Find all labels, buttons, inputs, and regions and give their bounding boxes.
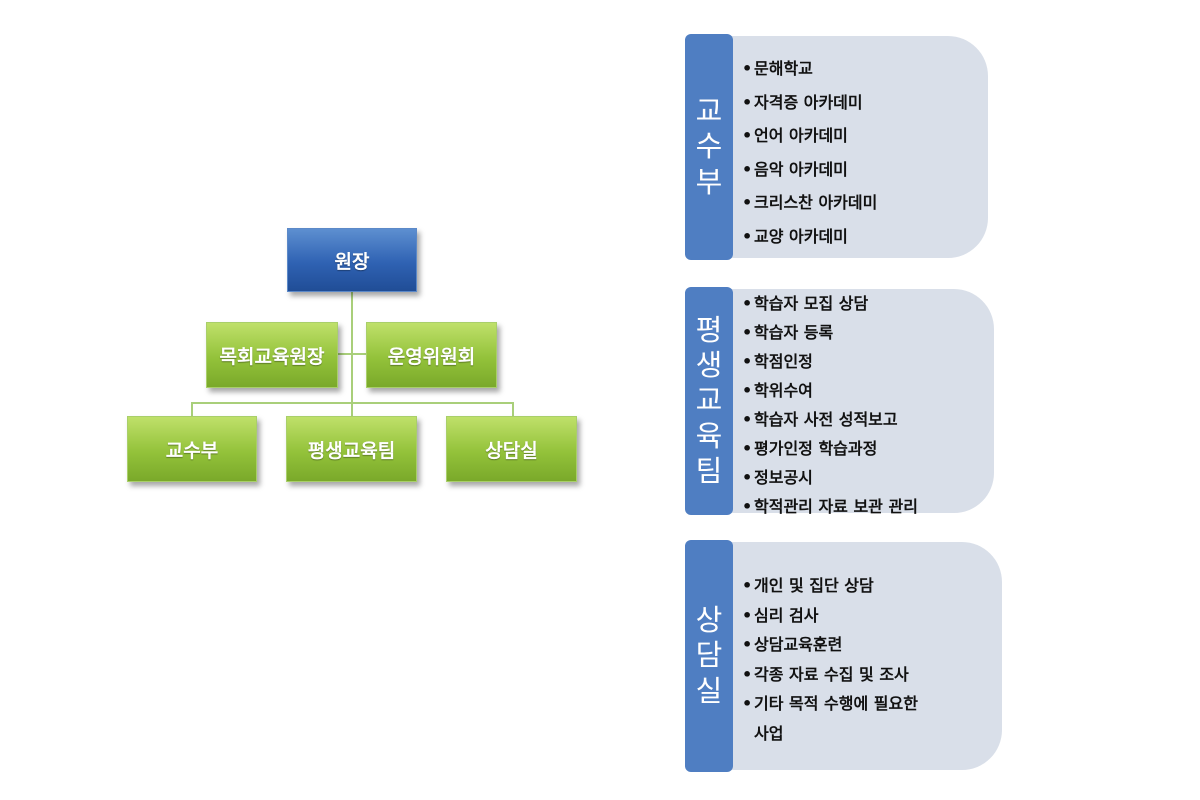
bullet-icon: • [742,605,753,625]
org-node-lifelong-education-team: 평생교육팀 [286,416,417,482]
list-item-text: 언어 아카데미 [754,126,848,145]
panel-item-list: •문해학교•자격증 아카데미•언어 아카데미•음악 아카데미•크리스찬 아카데미… [742,52,877,253]
org-node-steering-committee: 운영위원회 [366,322,497,388]
list-item-text: 음악 아카데미 [754,159,848,179]
list-item-text: 심리 검사 [754,605,819,625]
list-item: •학습자 등록 [742,318,918,347]
list-item: •각종 자료 수집 및 조사 [742,660,918,690]
bullet-icon: • [742,468,753,487]
list-item-text: 기타 목적 수행에 필요한 [754,694,918,713]
list-item: •학습자 사전 성적보고 [742,405,918,434]
bullet-icon: • [742,126,753,145]
bullet-icon: • [742,159,753,179]
org-node-director: 원장 [287,228,417,292]
connector-advisors [338,353,366,355]
list-item: •학점인정 [742,347,918,376]
panel-body-1 [726,36,988,258]
list-item: •문해학교 [742,52,877,86]
list-item: •교양 아카데미 [742,220,877,254]
list-item: •학습자 모집 상담 [742,289,918,318]
list-item-text: 학점인정 [754,352,813,371]
bullet-icon: • [742,664,753,684]
org-node-faculty: 교수부 [127,416,257,482]
list-item: •평가인정 학습과정 [742,434,918,463]
list-item: •음악 아카데미 [742,153,877,187]
bullet-icon: • [742,193,753,212]
list-item-text: 자격증 아카데미 [754,92,863,112]
panel-body-3 [726,542,1002,770]
bullet-icon: • [742,635,753,654]
list-item-text: 정보공시 [754,468,813,487]
list-item: •심리 검사 [742,601,918,631]
bullet-icon: • [742,59,753,78]
panel-item-list: •개인 및 집단 상담•심리 검사•상담교육훈련•각종 자료 수집 및 조사•기… [742,571,918,748]
panel-body-2 [726,289,994,513]
bullet-icon: • [742,410,753,429]
connector-drop-left [191,402,193,416]
list-item-text: 학습자 모집 상담 [754,294,869,313]
list-item-text: 평가인정 학습과정 [754,439,878,458]
bullet-icon: • [742,323,753,342]
list-item: •언어 아카데미 [742,119,877,153]
bullet-icon: • [742,576,753,595]
bullet-icon: • [742,694,753,713]
list-item: •정보공시 [742,463,918,492]
list-item-text: 학습자 등록 [754,323,834,342]
panel-item-list: •학습자 모집 상담•학습자 등록•학점인정•학위수여•학습자 사전 성적보고•… [742,289,918,521]
list-item-text: 크리스찬 아카데미 [754,193,878,212]
bullet-icon: • [742,381,753,400]
org-node-counseling-office: 상담실 [446,416,577,482]
list-item-text: 사업 [754,723,784,743]
org-node-ministry-education-director: 목회교육원장 [206,322,338,388]
list-item: •학적관리 자료 보관 관리 [742,492,918,521]
list-item-text: 문해학교 [754,59,813,78]
list-item: •자격증 아카데미 [742,86,877,120]
list-item-text: 상담교육훈련 [754,635,843,654]
list-item-text: 교양 아카데미 [754,226,848,246]
bullet-icon: • [742,226,753,246]
bullet-icon: • [742,352,753,371]
list-item: •학위수여 [742,376,918,405]
list-item-text: 학위수여 [754,381,813,400]
list-item: •상담교육훈련 [742,630,918,660]
bullet-icon: • [742,294,753,313]
list-item-text: 각종 자료 수집 및 조사 [754,664,909,684]
list-item-text: 학습자 사전 성적보고 [754,410,898,429]
bullet-icon: • [742,439,753,458]
list-item-text: 학적관리 자료 보관 관리 [754,497,918,516]
list-item-text: 개인 및 집단 상담 [754,576,874,595]
list-item: •개인 및 집단 상담 [742,571,918,601]
bullet-icon: • [742,92,753,112]
bullet-icon: • [742,497,753,516]
connector-drop-right [512,402,514,416]
connector-departments-horizontal [191,402,514,404]
list-item: •크리스찬 아카데미 [742,186,877,220]
